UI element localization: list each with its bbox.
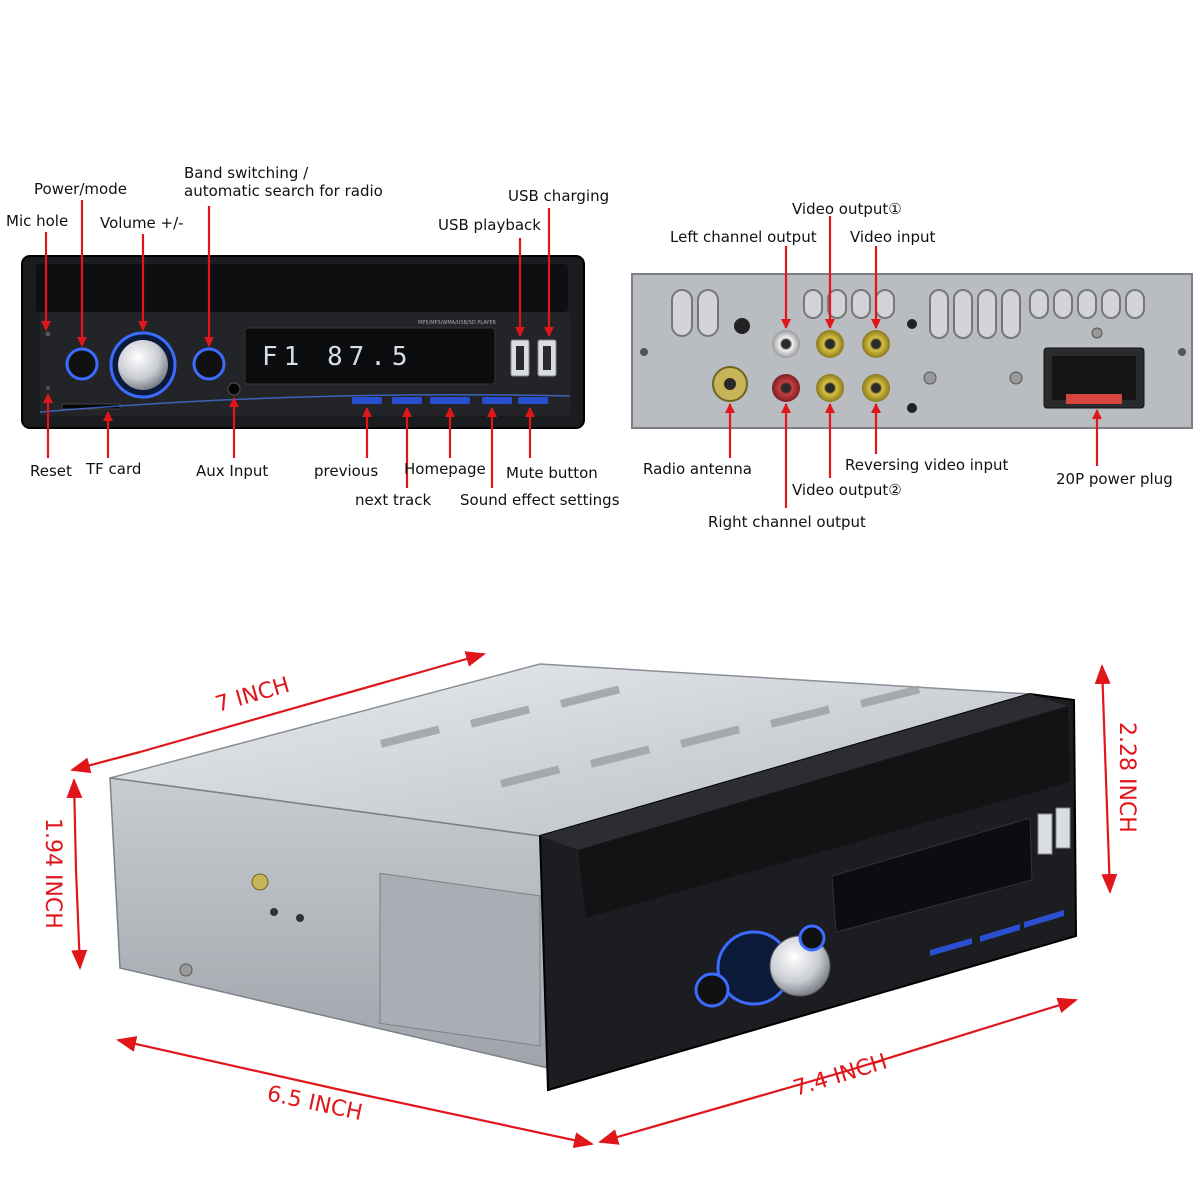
label-homepage: Homepage [404,460,486,478]
homepage-button[interactable] [430,397,470,404]
right-channel-jack [772,374,800,402]
label-aux-input: Aux Input [196,462,268,480]
model-text: MP5/MP3/WMA/USB/SD PLAYER [418,320,496,326]
label-video-input: Video input [850,228,935,246]
next-button[interactable] [392,397,422,404]
mute-button[interactable] [518,397,548,404]
aux-jack[interactable] [227,382,241,396]
label-reset: Reset [30,462,72,480]
front-panel: F1 87.5 MP5/MP3/WMA/USB/SD PLAYER [21,255,585,429]
power-button[interactable] [65,347,99,381]
video-output-2-jack [816,374,844,402]
dim-height-left: 1.94 INCH [40,818,65,929]
left-channel-jack [772,330,800,358]
label-tf-card: TF card [85,460,141,478]
label-previous: previous [314,462,378,480]
label-left-channel: Left channel output [670,228,817,246]
front-leaders [41,200,554,488]
sound-effect-button[interactable] [482,397,512,404]
label-video-output-2: Video output② [792,481,902,499]
reversing-video-jack [862,374,890,402]
label-right-channel: Right channel output [708,513,866,531]
rear-leaders [725,216,1102,508]
reset-hole[interactable] [46,386,50,390]
label-reversing-video: Reversing video input [845,456,1008,474]
dim-depth: 6.5 INCH [265,1081,365,1126]
label-band-line2: automatic search for radio [184,182,383,200]
display-readout: F1 87.5 [262,342,414,372]
dim-width-front: 7.4 INCH [790,1050,890,1102]
label-usb-charging: USB charging [508,187,609,205]
label-power-plug: 20P power plug [1056,470,1173,488]
mic-hole [45,331,51,337]
label-next-track: next track [355,491,431,509]
previous-button[interactable] [352,397,382,404]
video-output-1-jack [816,330,844,358]
volume-knob[interactable] [118,340,168,390]
dimension-arrows [66,651,1118,1149]
label-radio-antenna: Radio antenna [643,460,752,478]
label-usb-playback: USB playback [438,216,541,234]
band-button[interactable] [192,347,226,381]
unit-3d [109,663,1078,1092]
label-sound-effect: Sound effect settings [460,491,620,509]
label-video-output-1: Video output① [792,200,902,218]
label-volume: Volume +/- [100,214,184,232]
label-power-mode: Power/mode [34,180,127,198]
label-band-line1: Band switching / [184,164,309,182]
lcd-display [244,327,496,385]
dim-height-right: 2.28 INCH [1114,722,1139,833]
label-mic-hole: Mic hole [6,212,68,230]
video-input-jack [862,330,890,358]
label-mute-button: Mute button [506,464,598,482]
rear-panel [631,273,1193,429]
